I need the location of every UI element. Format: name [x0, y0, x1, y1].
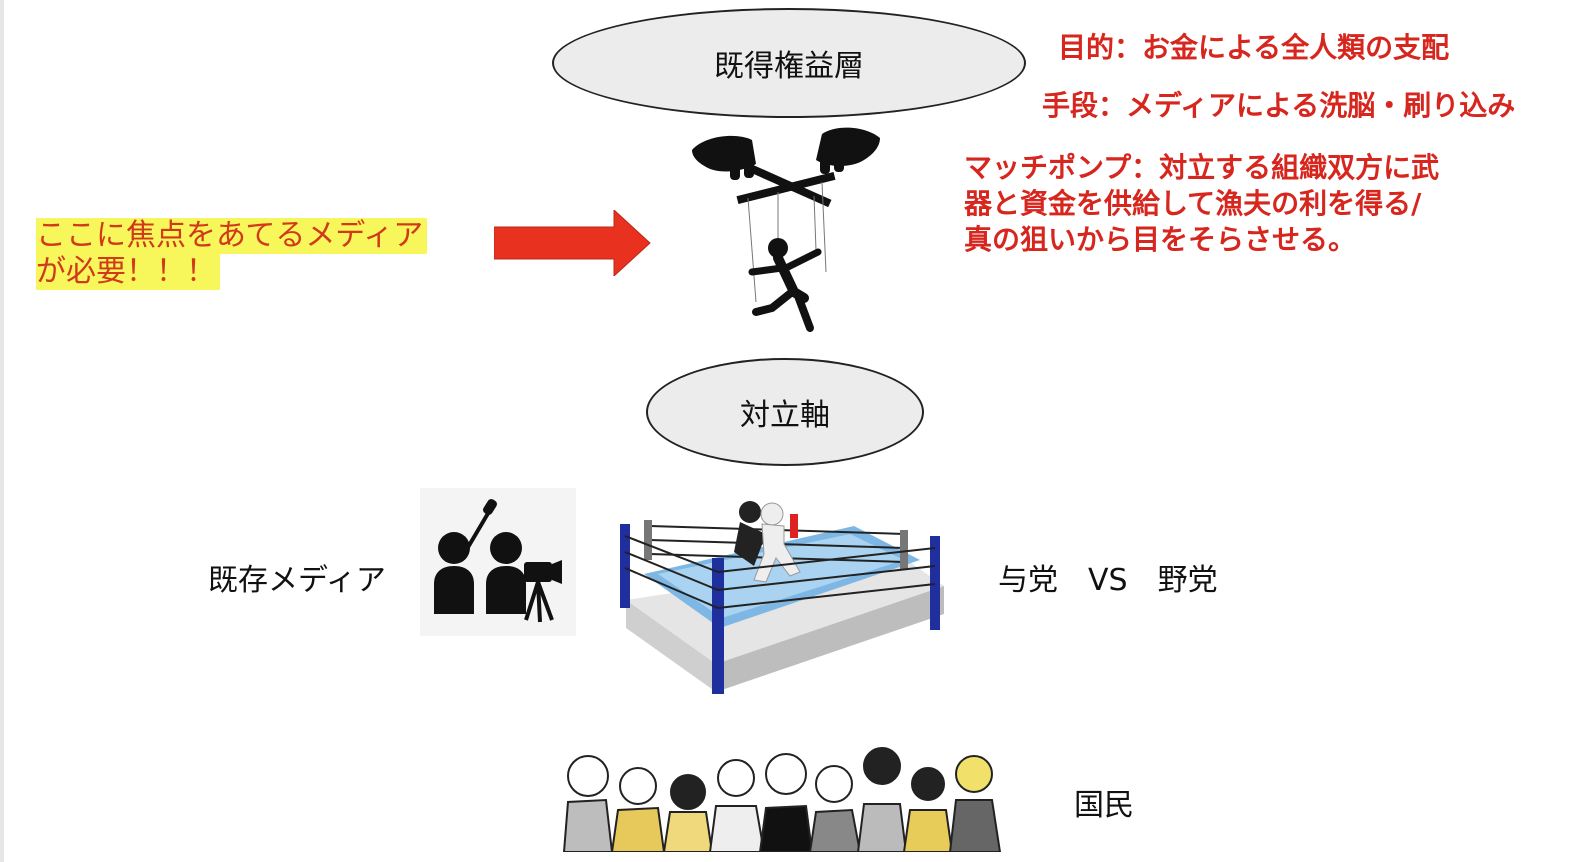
arrow-icon — [494, 210, 651, 276]
note-line-1: ここに焦点をあてるメディア — [36, 218, 428, 254]
note-line-2: が必要！！！ — [36, 254, 220, 290]
conflict-axis-ellipse: 対立軸 — [646, 358, 924, 466]
conflict-axis-label: 対立軸 — [740, 398, 830, 433]
page-border — [0, 0, 4, 862]
crowd-icon — [562, 747, 1002, 852]
matchpump-line-1: マッチポンプ：対立する組織双方に武 — [964, 151, 1440, 184]
matchpump-line-2: 器と資金を供給して漁夫の利を得る/ — [964, 187, 1422, 220]
parties-label: 与党 VS 野党 — [998, 555, 1218, 599]
media-camera-icon — [420, 488, 576, 636]
ruling-party-label: 与党 — [998, 563, 1058, 598]
puppet-icon — [692, 127, 880, 332]
boxing-ring-icon — [620, 501, 944, 694]
existing-media-label: 既存メディア — [208, 563, 386, 598]
matchpump-text: マッチポンプ：対立する組織双方に武 器と資金を供給して漁夫の利を得る/ 真の狙い… — [964, 150, 1524, 258]
vs-label: VS — [1088, 563, 1128, 598]
vested-interests-label: 既得権益層 — [714, 49, 864, 84]
citizens-label: 国民 — [1074, 788, 1134, 823]
highlight-note: ここに焦点をあてるメディア が必要！！！ — [36, 218, 428, 290]
vested-interests-ellipse: 既得権益層 — [552, 8, 1026, 118]
means-text: 手段：メディアによる洗脳・刷り込み — [1042, 89, 1516, 122]
matchpump-line-3: 真の狙いから目をそらさせる。 — [964, 223, 1357, 256]
opposition-party-label: 野党 — [1157, 563, 1218, 598]
purpose-text: 目的：お金による全人類の支配 — [1058, 31, 1450, 64]
